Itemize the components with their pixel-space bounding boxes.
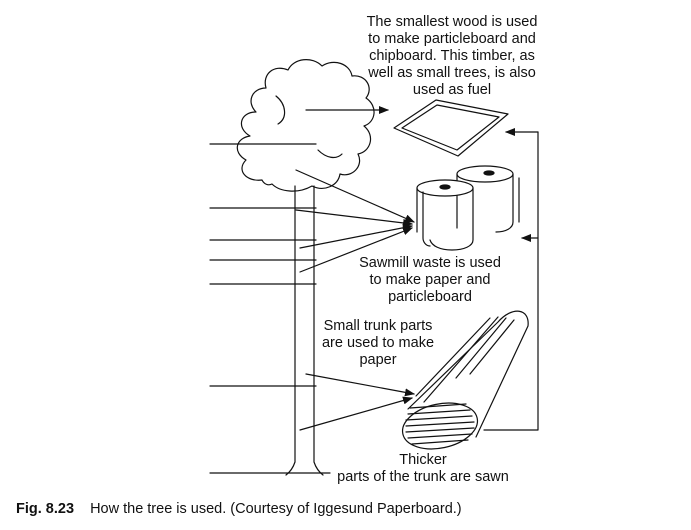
tree-usage-diagram bbox=[209, 59, 539, 476]
log bbox=[401, 310, 529, 450]
label-sawmill-waste: Sawmill waste is used to make paper and … bbox=[359, 255, 501, 305]
label-smallest-wood: The smallest wood is used to make partic… bbox=[366, 14, 538, 98]
figure-caption: Fig. 8.23 How the tree is used. (Courtes… bbox=[16, 500, 676, 518]
canopy-inner-curve-2 bbox=[317, 149, 343, 159]
arrow-trunk-to-log-upper bbox=[305, 373, 415, 397]
figure-number: Fig. 8.23 bbox=[16, 501, 75, 517]
arrow-trunk-3-to-rolls bbox=[299, 227, 413, 273]
arrow-trunk-to-log-lower bbox=[299, 396, 413, 431]
arrow-canopy-to-rolls bbox=[295, 169, 415, 223]
log-cut-lines bbox=[405, 403, 475, 445]
return-loop-line bbox=[483, 131, 539, 431]
particleboard-sheet bbox=[393, 99, 509, 157]
label-thicker-parts: Thicker parts of the trunk are sawn bbox=[337, 452, 509, 485]
paper-rolls bbox=[416, 165, 520, 251]
tree-trunk-left bbox=[285, 185, 296, 476]
tree-trunk-right bbox=[313, 185, 324, 476]
label-small-trunk-parts: Small trunk parts are used to make paper bbox=[321, 318, 435, 368]
caption-text: How the tree is used. (Courtesy of Igges… bbox=[90, 501, 462, 517]
arrow-trunk-2-to-rolls bbox=[299, 223, 413, 249]
canopy-inner-curve bbox=[275, 95, 286, 125]
tree-canopy bbox=[236, 59, 375, 192]
arrow-trunk-1-to-rolls bbox=[295, 209, 413, 227]
